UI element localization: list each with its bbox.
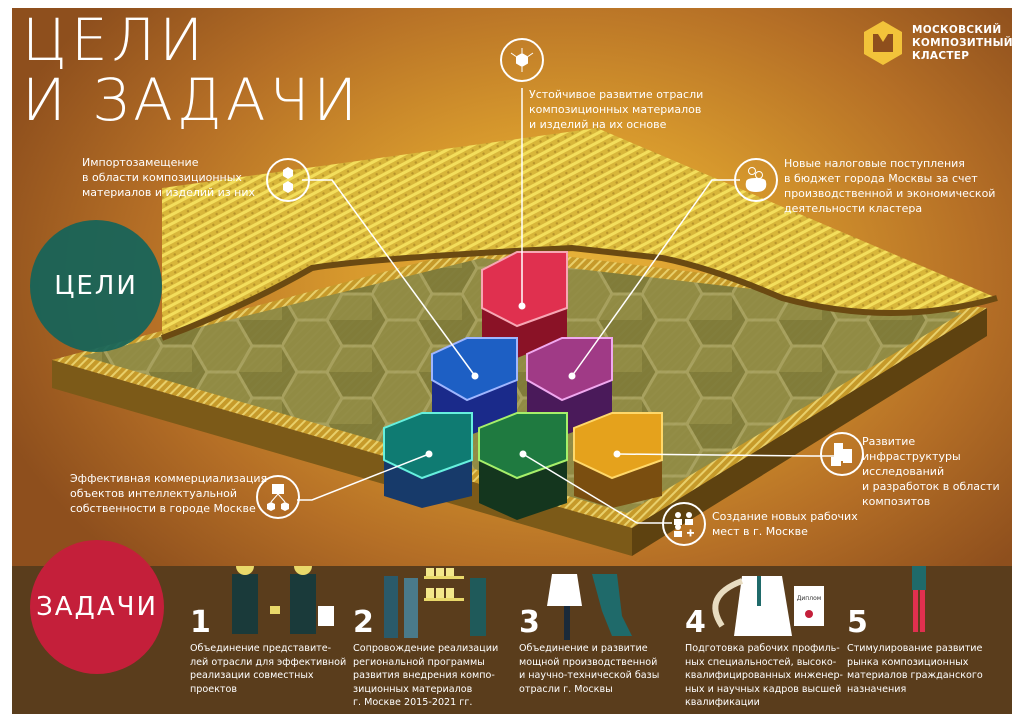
goal-infrastructure: Развитие инфраструктуры исследований и р… [862, 435, 1000, 508]
handshake-illustration-icon [232, 566, 334, 634]
hexagon-exchange-icon [266, 158, 310, 202]
logo-hexagon-icon [864, 21, 902, 65]
shelves-illustration-icon [384, 568, 486, 638]
diploma-illustration-icon: Диплом [712, 576, 824, 636]
logo-line-3: КЛАСТЕР [912, 49, 970, 62]
person-illustration-icon [912, 566, 926, 632]
hexagon-expand-icon [500, 38, 544, 82]
tasks-section: Диплом 1 Объединение представите-лей отр… [12, 566, 1012, 714]
hex-block-red [481, 251, 568, 358]
title-line-1: ЦЕЛИ [22, 8, 208, 74]
svg-text:Диплом: Диплом [797, 595, 822, 602]
partners-illustration-icon [547, 574, 632, 640]
title-line-2: И ЗАДАЧИ [22, 66, 362, 134]
infographic-page: ЦЕЛИ И ЗАДАЧИ МОСКОВСКИЙ КОМПОЗИТНЫЙ КЛА… [12, 8, 1012, 714]
tasks-illustrations: Диплом [232, 566, 926, 640]
goal-import-substitution: Импортозамещение в области композиционны… [82, 156, 256, 199]
cluster-logo: МОСКОВСКИЙ КОМПОЗИТНЫЙ КЛАСТЕР [862, 20, 1012, 66]
goals-badge: ЦЕЛИ [30, 220, 162, 352]
people-add-icon [662, 502, 706, 546]
buildings-icon [820, 432, 864, 476]
money-bag-icon [734, 158, 778, 202]
logo-line-2: КОМПОЗИТНЫЙ [912, 36, 1012, 49]
goal-ip-commercialization: Эффективная коммерциализация объектов ин… [70, 472, 268, 515]
page-title: ЦЕЛИ И ЗАДАЧИ [22, 10, 361, 130]
tasks-badge: ЗАДАЧИ [30, 540, 164, 674]
goal-tax-revenue: Новые налоговые поступления в бюджет гор… [784, 157, 996, 215]
goal-sustainable-development: Устойчивое развитие отрасли композиционн… [529, 88, 704, 131]
goal-new-jobs: Создание новых рабочих мест в г. Москве [712, 510, 858, 538]
factory-hexagons-icon [256, 475, 300, 519]
composite-panel-illustration [52, 88, 998, 556]
logo-line-1: МОСКОВСКИЙ [912, 23, 1002, 36]
